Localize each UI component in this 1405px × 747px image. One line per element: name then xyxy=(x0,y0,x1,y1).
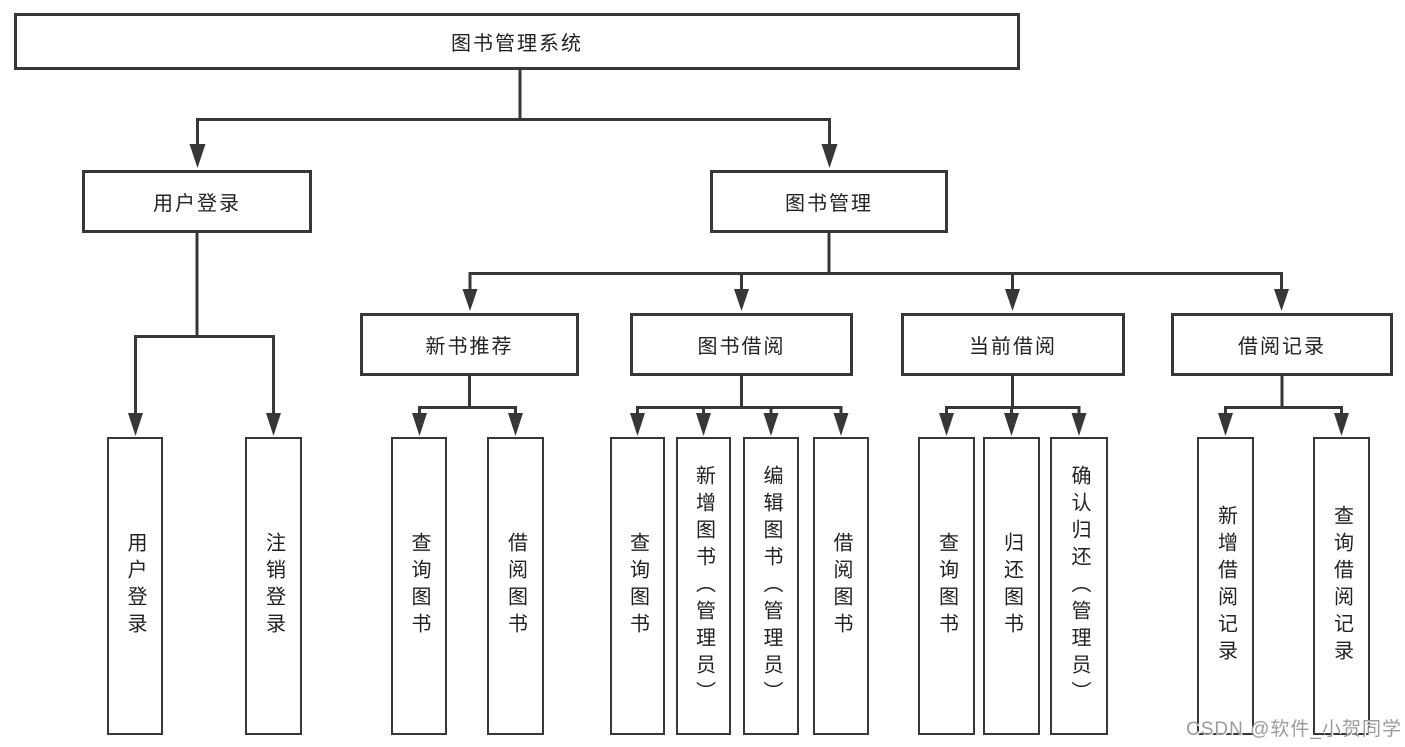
leaf-query-borrow-record: 查询借阅记录 xyxy=(1313,437,1370,735)
arrow-new-book-rec xyxy=(462,289,478,311)
leaf-query-book-2: 查询图书 xyxy=(610,437,665,735)
leaf-logout: 注销登录 xyxy=(245,437,302,735)
leaf-query-book-2-label: 查询图书 xyxy=(626,532,649,640)
node-new-book-rec-label: 新书推荐 xyxy=(425,336,514,358)
arrow-user-login xyxy=(189,144,206,168)
leaf-borrow-book-1-label: 借阅图书 xyxy=(504,532,527,640)
arrow-leaf-borrow-book-1 xyxy=(508,413,523,436)
leaf-query-borrow-record-label: 查询借阅记录 xyxy=(1330,505,1353,667)
leaf-add-book-label: 新增图书（管理员） xyxy=(692,464,715,708)
leaf-query-book-1: 查询图书 xyxy=(391,437,447,735)
split-new-book-rec xyxy=(418,406,517,420)
arrow-leaf-edit-book xyxy=(763,413,779,436)
arrow-leaf-confirm-return xyxy=(1071,413,1087,436)
leaf-borrow-book-2-label: 借阅图书 xyxy=(830,532,852,640)
leaf-query-book-1-label: 查询图书 xyxy=(408,532,430,640)
arrow-leaf-query-record xyxy=(1334,413,1349,436)
leaf-add-borrow-record: 新增借阅记录 xyxy=(1197,437,1254,735)
arrow-leaf-logout xyxy=(266,413,281,436)
leaf-user-login-label: 用户登录 xyxy=(124,532,146,640)
split-book-mgmt xyxy=(468,272,1283,295)
leaf-user-login: 用户登录 xyxy=(107,437,163,735)
node-current-borrow-label: 当前借阅 xyxy=(969,336,1057,358)
split-book-borrow xyxy=(636,406,843,420)
arrow-leaf-add-record xyxy=(1218,413,1233,436)
arrow-book-borrow xyxy=(734,289,749,311)
leaf-confirm-return-label: 确认归还（管理员） xyxy=(1068,464,1090,708)
node-borrow-records: 借阅记录 xyxy=(1171,313,1393,376)
arrow-leaf-query-book-3 xyxy=(939,413,954,436)
arrow-borrow-records xyxy=(1274,289,1289,311)
arrow-leaf-query-book-2 xyxy=(630,413,645,436)
leaf-borrow-book-1: 借阅图书 xyxy=(487,437,544,735)
split-borrow-records xyxy=(1224,406,1343,420)
node-book-mgmt-label: 图书管理 xyxy=(785,193,873,215)
split-root xyxy=(196,118,831,150)
leaf-borrow-book-2: 借阅图书 xyxy=(813,437,869,735)
split-user-login xyxy=(134,335,275,420)
node-book-borrow-label: 图书借阅 xyxy=(697,336,786,358)
arrow-current-borrow xyxy=(1005,289,1020,311)
leaf-query-book-3: 查询图书 xyxy=(918,437,975,735)
leaf-logout-label: 注销登录 xyxy=(262,532,285,640)
node-current-borrow: 当前借阅 xyxy=(901,313,1125,376)
arrowheads xyxy=(128,144,1349,436)
csdn-watermark: CSDN @软件_小贺同学 xyxy=(1186,719,1402,740)
leaf-return-book-label: 归还图书 xyxy=(1000,532,1023,640)
leaf-query-book-3-label: 查询图书 xyxy=(935,532,958,640)
arrow-book-mgmt xyxy=(821,144,838,168)
arrow-leaf-borrow-book-2 xyxy=(833,413,849,436)
leaf-add-borrow-record-label: 新增借阅记录 xyxy=(1214,505,1237,667)
node-user-login-label: 用户登录 xyxy=(153,193,241,215)
arrow-leaf-return-book xyxy=(1004,413,1019,436)
node-book-mgmt: 图书管理 xyxy=(710,170,948,233)
arrow-leaf-user-login xyxy=(128,413,143,436)
node-borrow-records-label: 借阅记录 xyxy=(1238,336,1326,358)
node-root-label: 图书管理系统 xyxy=(451,33,583,55)
node-user-login: 用户登录 xyxy=(82,170,312,233)
node-book-borrow: 图书借阅 xyxy=(630,313,853,376)
leaf-edit-book-label: 编辑图书（管理员） xyxy=(760,464,782,708)
arrow-leaf-add-book xyxy=(696,413,711,436)
leaf-add-book: 新增图书（管理员） xyxy=(676,437,731,735)
arrow-leaf-query-book-1 xyxy=(412,413,427,436)
node-root: 图书管理系统 xyxy=(14,13,1020,70)
leaf-edit-book: 编辑图书（管理员） xyxy=(743,437,799,735)
leaf-confirm-return: 确认归还（管理员） xyxy=(1050,437,1108,735)
leaf-return-book: 归还图书 xyxy=(983,437,1040,735)
node-new-book-rec: 新书推荐 xyxy=(360,313,579,376)
